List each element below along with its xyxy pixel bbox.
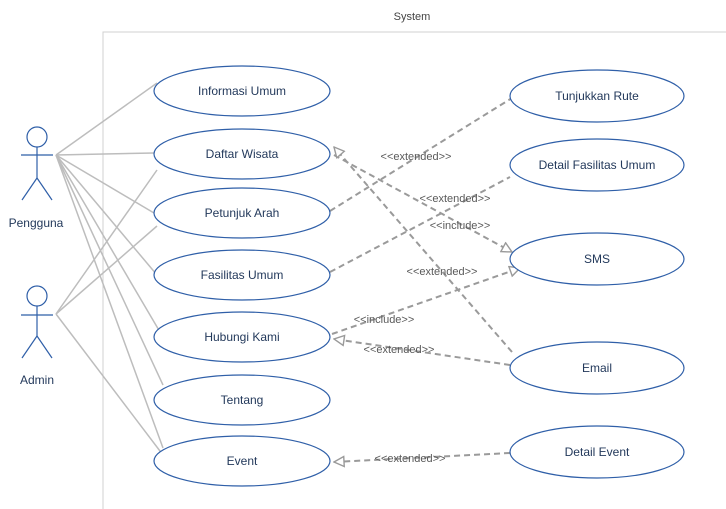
use-case-sms: SMS	[509, 232, 685, 286]
use-case-tentang: Tentang	[153, 374, 331, 426]
svg-text:Detail Event: Detail Event	[565, 445, 630, 459]
actor-admin	[21, 285, 53, 359]
associations-pengguna	[55, 82, 164, 449]
use-case-informasi-umum: Informasi Umum	[153, 65, 331, 117]
use-case-event: Event	[153, 435, 331, 487]
svg-text:Event: Event	[227, 454, 258, 468]
label-detail-event: <<extended>>	[375, 453, 446, 465]
dep-email-daftar	[334, 147, 513, 353]
svg-text:Tunjukkan Rute: Tunjukkan Rute	[555, 89, 639, 103]
svg-text:SMS: SMS	[584, 252, 610, 266]
svg-text:Informasi Umum: Informasi Umum	[198, 84, 286, 98]
use-case-tunjukkan-rute: Tunjukkan Rute	[509, 69, 685, 123]
label-hubungi-sms: <<include>>	[354, 314, 415, 326]
use-case-hubungi-kami: Hubungi Kami	[153, 311, 331, 363]
svg-text:Petunjuk Arah: Petunjuk Arah	[205, 206, 280, 220]
dep-daftar-sms	[333, 154, 512, 253]
dep-hubungi-sms	[331, 268, 520, 335]
dep-fasilitas-detail	[329, 176, 511, 273]
svg-text:Hubungi Kami: Hubungi Kami	[204, 330, 279, 344]
actor-pengguna	[21, 126, 53, 201]
label-email-hubungi: <<extended>>	[364, 344, 435, 356]
label-petunjuk-tunjukkan: <<extended>>	[381, 151, 452, 163]
dep-petunjuk-tunjukkan	[329, 97, 513, 212]
svg-text:Daftar Wisata: Daftar Wisata	[206, 147, 279, 161]
system-title: System	[394, 11, 431, 23]
label-daftar-include: <<include>>	[430, 220, 491, 232]
label-fasilitas-sms: <<extended>>	[407, 266, 478, 278]
use-case-fasilitas-umum: Fasilitas Umum	[153, 249, 331, 301]
actor-label-admin: Admin	[20, 373, 54, 387]
svg-text:Email: Email	[582, 361, 612, 375]
system-boundary	[102, 31, 726, 509]
use-case-detail-fasilitas-umum: Detail Fasilitas Umum	[509, 138, 685, 192]
svg-text:Detail Fasilitas Umum: Detail Fasilitas Umum	[539, 158, 656, 172]
actor-label-pengguna: Pengguna	[9, 216, 64, 230]
use-case-detail-event: Detail Event	[509, 425, 685, 479]
use-case-daftar-wisata: Daftar Wisata	[153, 128, 331, 180]
associations-admin	[55, 169, 164, 456]
svg-text:Fasilitas Umum: Fasilitas Umum	[201, 268, 284, 282]
label-daftar-sms: <<extended>>	[420, 193, 491, 205]
use-case-petunjuk-arah: Petunjuk Arah	[153, 187, 331, 239]
use-case-email: Email	[509, 341, 685, 395]
dependencies	[329, 97, 520, 462]
svg-text:Tentang: Tentang	[221, 393, 264, 407]
